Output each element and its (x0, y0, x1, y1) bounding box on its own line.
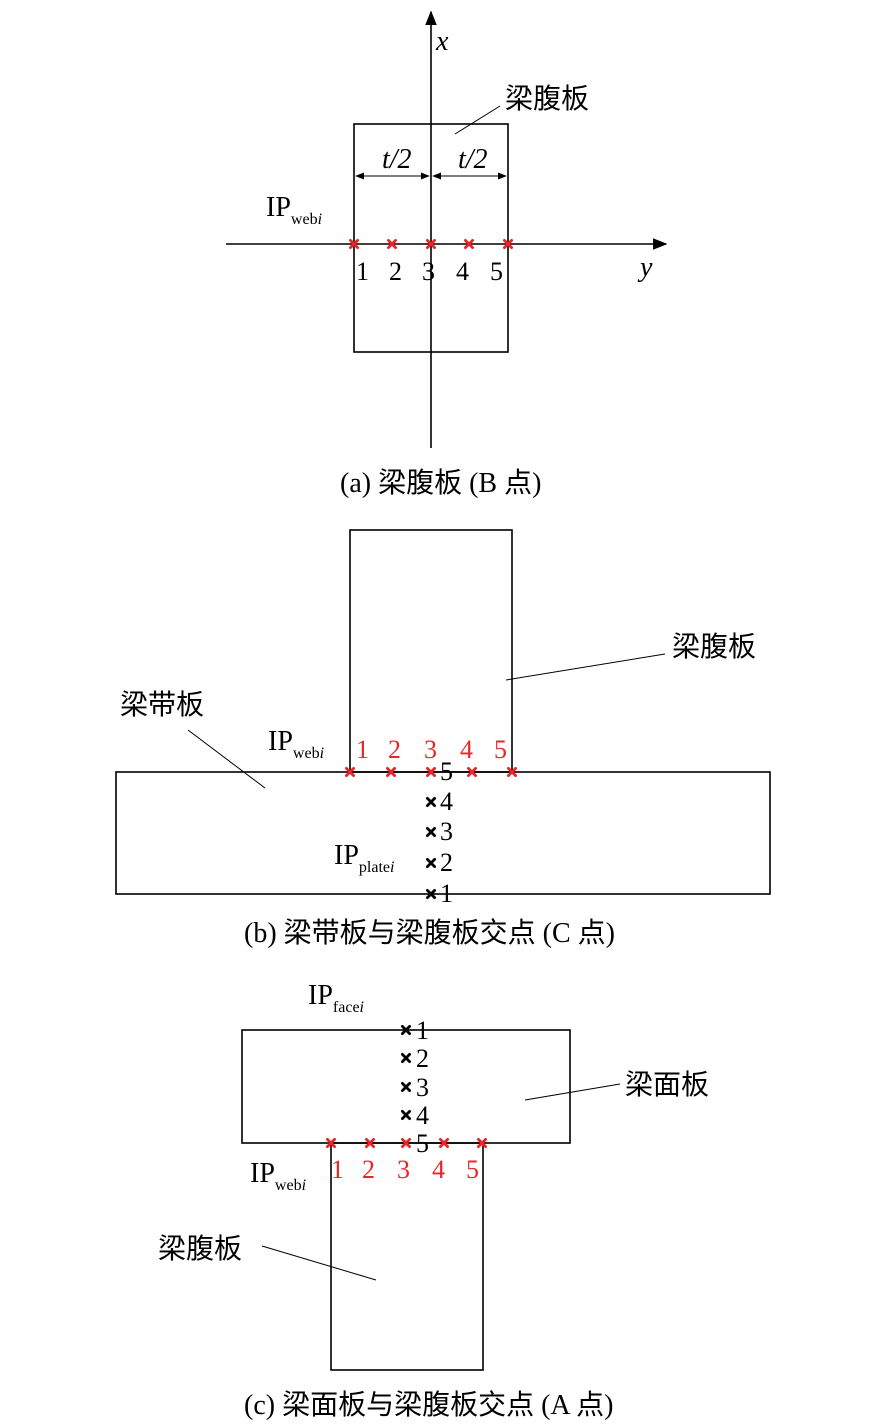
ip-face-label: IPfacei (308, 980, 364, 1016)
ip-plate-label: IPplatei (334, 840, 394, 876)
plate-point-label: 2 (440, 848, 453, 877)
web-point-marker (426, 767, 436, 777)
face-point-label: 1 (416, 1016, 429, 1045)
web-plate-label: 梁腹板 (505, 83, 589, 115)
point-label: 4 (456, 257, 469, 286)
point-label: 1 (356, 257, 369, 286)
face-point-marker (401, 1082, 411, 1092)
face-point-marker (401, 1110, 411, 1120)
ip-web-label: IPwebi (266, 192, 322, 228)
half-thickness-right-label: t/2 (458, 144, 488, 175)
web-point-marker (326, 1138, 336, 1148)
y-axis-label: y (637, 252, 653, 283)
flange-plate-rect (115, 771, 771, 895)
web-point-label: 2 (362, 1155, 375, 1184)
x-axis-label: x (435, 26, 449, 57)
face-plate-label: 梁面板 (625, 1069, 709, 1101)
flange-label-leader (187, 729, 266, 789)
flange-plate-label: 梁带板 (120, 689, 204, 721)
face-point-label: 4 (416, 1101, 429, 1130)
web-point-label: 1 (356, 735, 369, 764)
web-point-marker (507, 767, 517, 777)
web-point-label: 5 (494, 735, 507, 764)
plate-point-label: 5 (440, 757, 453, 786)
ip-web-label: IPwebi (268, 726, 324, 762)
web-point-marker (477, 1138, 487, 1148)
web-label-leader (261, 1245, 377, 1281)
web-point-marker (386, 767, 396, 777)
face-point-label: 2 (416, 1044, 429, 1073)
point-marker (503, 239, 513, 249)
caption-c: (c) 梁面板与梁腹板交点 (A 点) (244, 1389, 613, 1421)
point-marker (426, 239, 436, 249)
plate-point-label: 3 (440, 817, 453, 846)
point-label: 3 (422, 257, 435, 286)
web-plate-label: 梁腹板 (158, 1233, 242, 1265)
web-label-leader (454, 105, 501, 135)
plate-point-marker (426, 827, 436, 837)
web-point-marker (345, 767, 355, 777)
face-point-marker (401, 1025, 411, 1035)
web-point-label: 3 (424, 735, 437, 764)
point-label: 2 (389, 257, 402, 286)
web-point-label: 5 (466, 1155, 479, 1184)
face-point-marker (401, 1053, 411, 1063)
web-point-label: 4 (460, 735, 473, 764)
point-marker (387, 239, 397, 249)
web-point-label: 2 (388, 735, 401, 764)
web-label-leader (505, 653, 666, 681)
web-point-marker (439, 1138, 449, 1148)
web-point-marker (401, 1138, 411, 1148)
web-point-marker (467, 767, 477, 777)
caption-a: (a) 梁腹板 (B 点) (340, 467, 541, 499)
plate-point-marker (426, 858, 436, 868)
web-point-label: 3 (397, 1155, 410, 1184)
point-label: 5 (490, 257, 503, 286)
caption-b: (b) 梁带板与梁腹板交点 (C 点) (244, 917, 615, 949)
plate-point-label: 1 (440, 879, 453, 908)
face-point-label: 3 (416, 1073, 429, 1102)
plate-point-label: 4 (440, 787, 453, 816)
half-thickness-left-label: t/2 (382, 144, 412, 175)
plate-point-marker (426, 889, 436, 899)
face-label-leader (524, 1083, 621, 1101)
web-plate-label: 梁腹板 (672, 631, 756, 663)
web-point-label: 1 (331, 1155, 344, 1184)
face-point-label: 5 (416, 1129, 429, 1158)
point-marker (464, 239, 474, 249)
web-point-marker (365, 1138, 375, 1148)
plate-point-marker (426, 797, 436, 807)
ip-web-label: IPwebi (250, 1158, 306, 1194)
point-marker (349, 239, 359, 249)
web-point-label: 4 (432, 1155, 445, 1184)
